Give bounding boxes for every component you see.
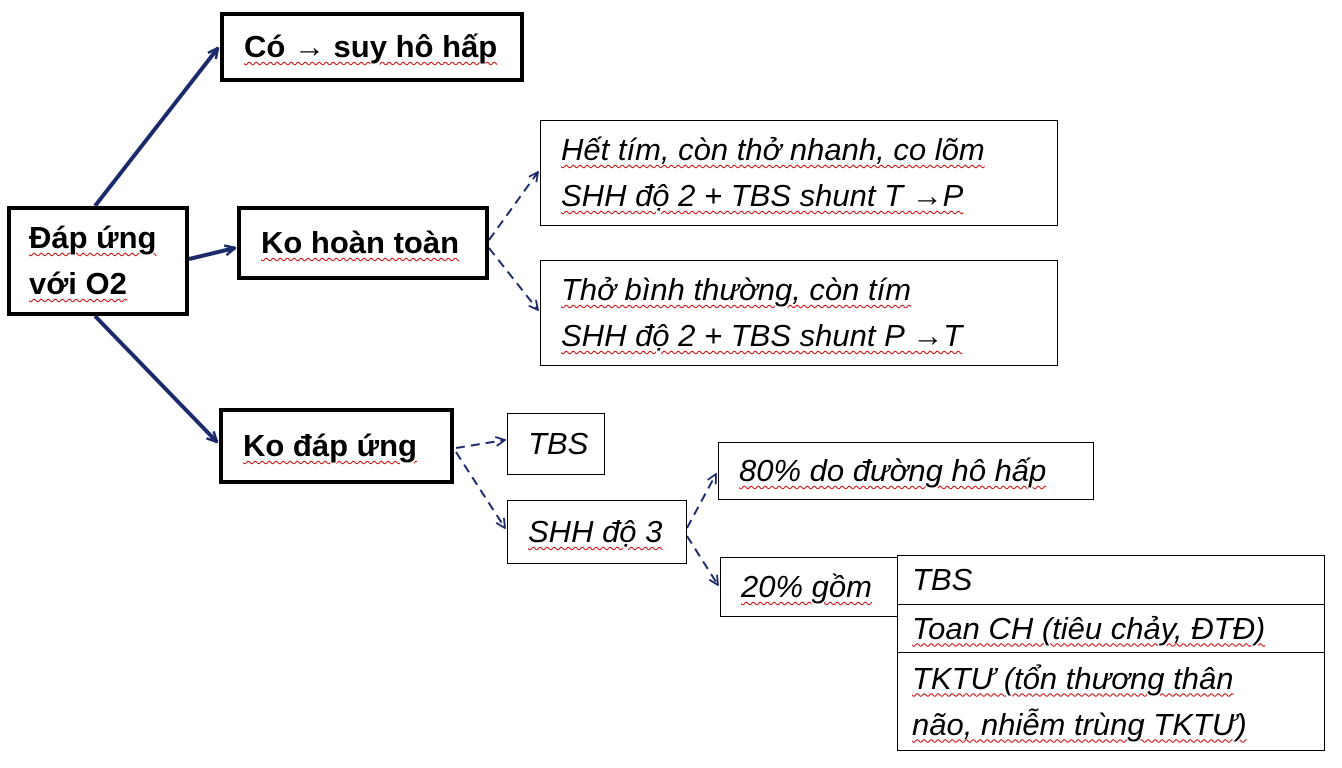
root-node: Đáp ứng với O2 bbox=[7, 206, 189, 316]
tbs-text: TBS bbox=[528, 426, 589, 461]
case1-line2: SHH độ 2 + TBS shunt T →P bbox=[561, 178, 964, 213]
other-20-node: 20% gồm bbox=[720, 557, 902, 617]
arrow-to-case1 bbox=[488, 172, 538, 241]
arrow-to-tbs bbox=[455, 440, 505, 449]
yes-node: Có → suy hô hấp bbox=[220, 12, 524, 82]
partial-label: Ko hoàn toàn bbox=[261, 225, 460, 260]
root-line1: Đáp ứng bbox=[29, 220, 157, 255]
arrow-to-20 bbox=[686, 535, 718, 585]
yes-text: Có → suy hô hấp bbox=[244, 29, 498, 64]
other-text: 20% gồm bbox=[741, 569, 872, 604]
arrow-to-shh3 bbox=[455, 451, 505, 528]
airway-text: 80% do đường hô hấp bbox=[739, 453, 1047, 488]
none-label: Ko đáp ứng bbox=[243, 428, 417, 463]
list-item-text-line1: TKTƯ (tổn thương thân bbox=[912, 660, 1234, 696]
list-item-text-line2: não, nhiễm trùng TKTƯ) bbox=[912, 706, 1247, 742]
case1-line1: Hết tím, còn thở nhanh, co lõm bbox=[561, 132, 985, 167]
arrow-to-partial bbox=[188, 248, 235, 261]
root-line2: với O2 bbox=[29, 266, 127, 301]
list-item-text: Toan CH (tiêu chảy, ĐTĐ) bbox=[912, 610, 1266, 646]
airway-80-node: 80% do đường hô hấp bbox=[718, 442, 1094, 500]
list-item: TBS bbox=[898, 556, 1324, 604]
partial-node: Ko hoàn toàn bbox=[237, 206, 489, 280]
list-item: TKTƯ (tổn thương thân não, nhiễm trùng T… bbox=[898, 652, 1324, 750]
list-item: Toan CH (tiêu chảy, ĐTĐ) bbox=[898, 604, 1324, 652]
arrow-to-none bbox=[93, 314, 217, 442]
tbs-node: TBS bbox=[507, 413, 605, 475]
arrow-to-case2 bbox=[488, 247, 538, 310]
none-node: Ko đáp ứng bbox=[219, 408, 454, 484]
case2-line1: Thở bình thường, còn tím bbox=[561, 272, 912, 307]
arrow-to-80 bbox=[686, 474, 716, 529]
partial-case1-node: Hết tím, còn thở nhanh, co lõm SHH độ 2 … bbox=[540, 120, 1058, 226]
list-item-text: TBS bbox=[912, 562, 973, 597]
partial-case2-node: Thở bình thường, còn tím SHH độ 2 + TBS … bbox=[540, 260, 1058, 366]
other-causes-list: TBS Toan CH (tiêu chảy, ĐTĐ) TKTƯ (tổn t… bbox=[897, 555, 1325, 751]
shh3-node: SHH độ 3 bbox=[507, 500, 687, 564]
arrow-to-yes bbox=[93, 48, 218, 208]
case2-line2: SHH độ 2 + TBS shunt P →T bbox=[561, 318, 963, 353]
shh3-text: SHH độ 3 bbox=[528, 514, 663, 549]
